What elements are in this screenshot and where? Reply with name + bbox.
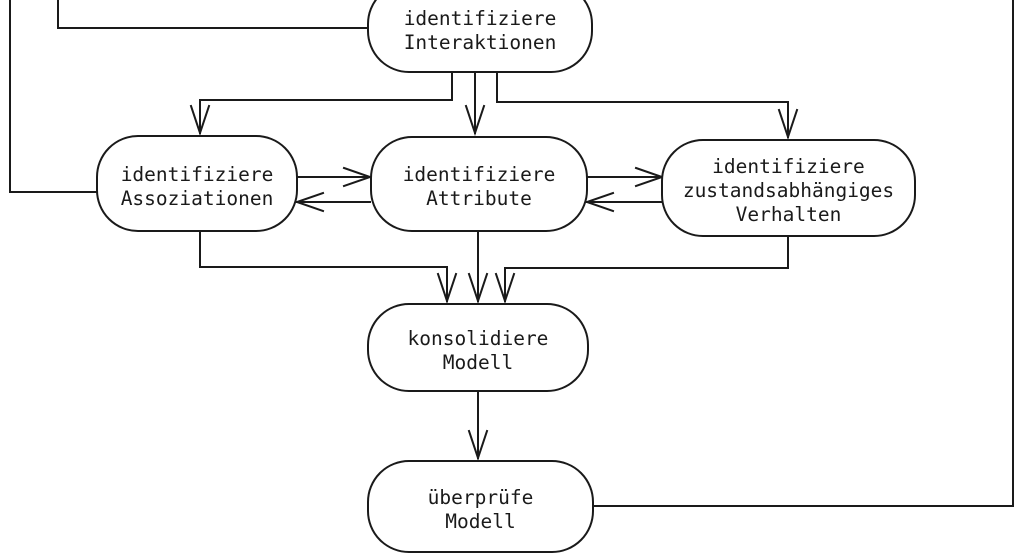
edge-attribute-to-assoziationen — [293, 191, 371, 213]
node-label: konsolidiere Modell — [407, 326, 549, 374]
node-label: identifiziere Attribute — [402, 163, 556, 210]
edge-interaktionen-to-assoziationen — [189, 72, 453, 137]
edge-topleft-b-to-assoziationen — [9, 0, 98, 193]
node-identifiziere-interaktionen: identifiziere Interaktionen — [367, 0, 593, 73]
edge-topleft-a-to-interaktionen — [57, 0, 368, 29]
edge-verhalten-to-attribute — [583, 191, 663, 213]
edge-assoziationen-to-konsolidiere — [199, 231, 458, 305]
node-label: überprüfe Modell — [427, 485, 534, 533]
edge-assoziationen-to-attribute — [296, 166, 374, 188]
node-identifiziere-zustandsabhaengiges-verhalten: identifiziere zustandsabhängiges Verhalt… — [661, 139, 916, 237]
node-label: identifiziere Assoziationen — [120, 162, 274, 210]
edge-interaktionen-to-attribute — [464, 72, 486, 137]
edge-interaktionen-to-verhalten — [496, 72, 799, 141]
node-konsolidiere-modell: konsolidiere Modell — [367, 303, 589, 392]
node-label: identifiziere Interaktionen — [403, 6, 557, 54]
edge-ueberpruefe-feedback-right — [592, 0, 1014, 507]
edge-konsolidiere-to-ueberpruefe — [467, 391, 489, 462]
edge-attribute-to-verhalten — [586, 166, 666, 188]
node-ueberpruefe-modell: überprüfe Modell — [367, 460, 594, 553]
node-identifiziere-assoziationen: identifiziere Assoziationen — [96, 135, 298, 232]
edge-verhalten-to-konsolidiere — [494, 236, 789, 305]
node-label: identifiziere zustandsabhängiges Verhalt… — [682, 155, 895, 226]
node-identifiziere-attribute: identifiziere Attribute — [370, 136, 588, 232]
edge-attribute-to-konsolidiere — [467, 231, 489, 305]
